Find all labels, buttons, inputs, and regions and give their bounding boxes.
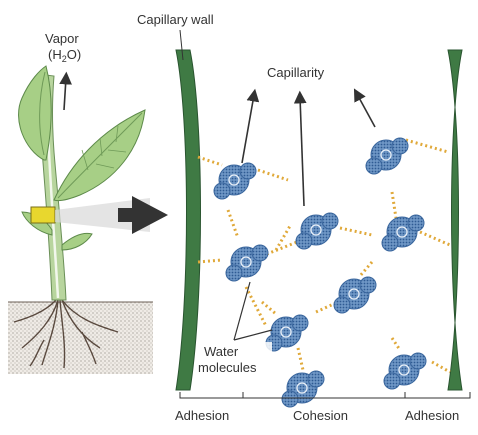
capillary-wall-label: Capillary wall: [137, 12, 214, 27]
vapor-arrow: [64, 78, 66, 110]
water-molecule: [214, 163, 256, 199]
vapor-label: Vapor: [45, 31, 79, 46]
water-molecule: [384, 353, 426, 389]
water-molecule: [296, 213, 338, 249]
water-molecule: [282, 371, 324, 407]
water-molecule: [334, 277, 376, 313]
bottom-braces: [180, 392, 470, 398]
water-molecule: [366, 138, 408, 174]
water-molecule: [226, 245, 268, 281]
capillarity-arrows: [242, 94, 375, 206]
water-molecules-label-line1: Water: [204, 344, 238, 359]
capillarity-label: Capillarity: [267, 65, 324, 80]
adhesion-right-label: Adhesion: [405, 408, 459, 423]
water-molecule: [266, 315, 308, 351]
soil: [8, 302, 153, 374]
water-molecule: [382, 215, 424, 251]
vapor-formula: (H2O): [48, 47, 81, 67]
water-molecules-label-line2: molecules: [198, 360, 257, 375]
cohesion-label: Cohesion: [293, 408, 348, 423]
adhesion-left-label: Adhesion: [175, 408, 229, 423]
stem-highlight-box: [31, 207, 55, 223]
water-molecules-pointer: [234, 282, 272, 340]
